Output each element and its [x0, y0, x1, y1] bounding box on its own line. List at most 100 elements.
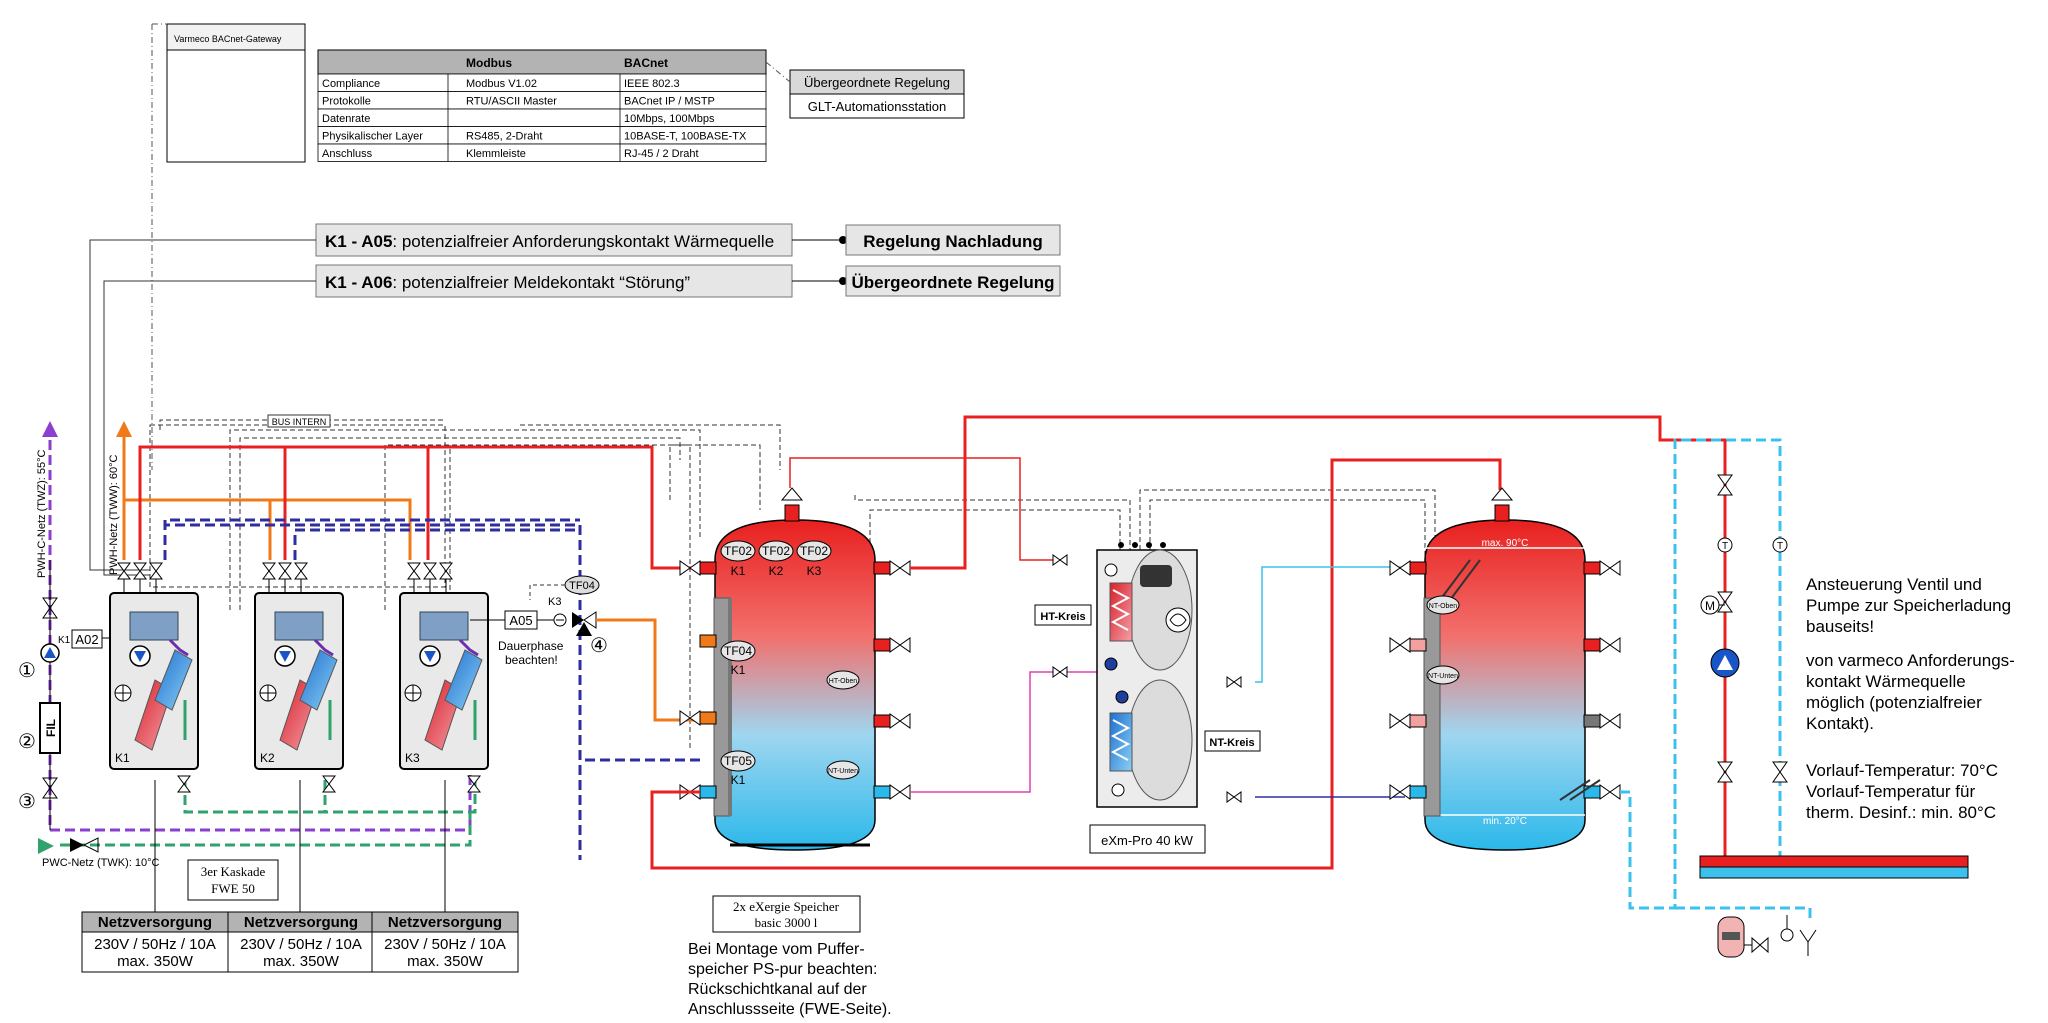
protocol-header-modbus: Modbus — [466, 56, 512, 70]
marker-1: ① — [18, 660, 36, 682]
return-channel-1 — [713, 597, 731, 817]
protocol-cell: Datenrate — [322, 113, 370, 125]
protocol-cell: Klemmleiste — [466, 148, 526, 160]
valve-left-bottom-icon — [42, 777, 58, 799]
contact-a05-target: Regelung Nachladung — [863, 232, 1042, 251]
protocol-cell: Protokolle — [322, 96, 371, 108]
tank2-max-temp: max. 90°C — [1482, 538, 1529, 549]
loading-pump-icon — [1710, 648, 1740, 678]
tank2-min-temp: min. 20°C — [1483, 816, 1527, 827]
station-k3: K3 — [399, 562, 489, 793]
heat-pump-name: eXm-Pro 40 kW — [1101, 833, 1193, 848]
station-pump-icon — [129, 645, 151, 667]
cascade-line1: 3er Kaskade — [201, 864, 266, 879]
nt-supply-line — [1255, 566, 1405, 683]
upper-control-title: Übergeordnete Regelung — [804, 75, 950, 90]
k3-pump-icon — [553, 613, 567, 627]
tank1-nt-unten: NT-Unten — [828, 768, 858, 775]
tank1-k2-label: K2 — [769, 564, 784, 578]
contact-row-a06: K1 - A06: potenzialfreier Meldekontakt “… — [103, 264, 1061, 576]
thermometer-icons: T T — [1717, 537, 1788, 553]
tank1-tf05-k: K1 — [731, 773, 746, 787]
gateway-title: Varmeco BACnet-Gateway — [174, 34, 282, 44]
motor-valve-icon: M — [1700, 595, 1725, 615]
pwc-label: PWC-Netz (TWK): 10°C — [42, 857, 160, 869]
power-line1: 230V / 50Hz / 10A — [384, 936, 506, 953]
tank1-valves — [679, 560, 911, 800]
tank1-k3-label: K3 — [807, 564, 822, 578]
speicher-label-box: 2x eXergie Speicher basic 3000 l — [712, 895, 861, 933]
contact-a05-text: : potenzialfreier Anforderungskontakt Wä… — [392, 232, 774, 251]
power-line2: max. 350W — [407, 953, 484, 970]
gateway-link — [151, 23, 791, 470]
a02-label: A02 — [75, 632, 98, 647]
tank2-nt-oben: NT-Oben — [1429, 603, 1458, 610]
svg-text:T: T — [1777, 541, 1783, 552]
tank2-nt-unten: NT-Unten — [1428, 673, 1458, 680]
dauerphase-line1: Dauerphase — [498, 639, 564, 653]
station-mixer-icon — [259, 684, 277, 702]
speicher-note-2: speicher PS-pur beachten: — [688, 961, 877, 978]
tank1-tf02-k1: TF02 — [724, 544, 752, 558]
dauerphase-line2: beachten! — [505, 653, 558, 667]
protocol-cell: RJ-45 / 2 Draht — [624, 148, 699, 160]
marker-2: ② — [18, 731, 36, 753]
heat-pump-unit — [1096, 542, 1198, 808]
loading-circuit: T T M — [1620, 438, 1969, 958]
power-lines — [154, 780, 446, 912]
station-label: K1 — [115, 751, 130, 765]
contact-a06-code: K1 - A06 — [325, 273, 392, 292]
ht-kreis-label: HT-Kreis — [1040, 611, 1085, 623]
svg-text:T: T — [1722, 541, 1728, 552]
protocol-cell: Anschluss — [322, 148, 373, 160]
note2-line2: kontakt Wärmequelle — [1806, 672, 1966, 691]
upper-control-sub: GLT-Automationsstation — [808, 99, 947, 114]
bus-intern-label: BUS INTERN — [267, 414, 331, 428]
pwh-arrow-icon — [116, 421, 132, 437]
speicher-line2: basic 3000 l — [755, 915, 818, 930]
mixing-section: A05 TF04 K3 Dauerphase beachten! ④ — [470, 575, 705, 722]
note3-line1: Vorlauf-Temperatur: 70°C — [1806, 761, 1998, 780]
power-line2: max. 350W — [263, 953, 340, 970]
note1-line3: bauseits! — [1806, 617, 1874, 636]
filter-icon: FIL — [39, 702, 61, 754]
a02-k1-label: K1 — [58, 635, 71, 646]
marker-4: ④ — [590, 635, 608, 657]
speicher-note-1: Bei Montage vom Puffer- — [688, 941, 865, 958]
stations-group: K1 K2 K3 — [109, 562, 489, 793]
tank1-ht-oben: HT-Oben — [829, 678, 858, 685]
tank2-valves — [1389, 560, 1621, 800]
protocol-cell: 10Mbps, 100Mbps — [624, 113, 715, 125]
heat-pump-name-box: eXm-Pro 40 kW — [1089, 824, 1206, 854]
note1-line1: Ansteuerung Ventil und — [1806, 575, 1982, 594]
note3-line3: therm. Desinf.: min. 80°C — [1806, 803, 1996, 822]
protocol-cell: Physikalischer Layer — [322, 131, 423, 143]
left-network: PWH-C-Netz (TWZ): 55°C PWH-Netz (TWW): 6… — [18, 421, 708, 869]
nt-kreis-box: NT-Kreis — [1204, 730, 1261, 752]
valve-left-top-icon — [42, 597, 58, 619]
gateway-box: Varmeco BACnet-Gateway — [166, 23, 306, 163]
note1-line2: Pumpe zur Speicherladung — [1806, 596, 2011, 615]
contact-a06-text: : potenzialfreier Meldekontakt “Störung” — [392, 273, 690, 292]
tank1-tf02-k2: TF02 — [762, 544, 790, 558]
tank1-tf05: TF05 — [724, 754, 752, 768]
buffer-tank-2: max. 90°C min. 20°C NT-Oben NT-Un — [1409, 487, 1601, 851]
tank1-tf04-k: K1 — [731, 663, 746, 677]
protocol-cell: RS485, 2-Draht — [466, 131, 542, 143]
power-head: Netzversorgung — [98, 914, 212, 931]
pwc-valve-icon — [70, 837, 99, 853]
protocol-cell: Modbus V1.02 — [466, 78, 537, 90]
marker-3: ③ — [18, 791, 36, 813]
protocol-cell: IEEE 802.3 — [624, 78, 680, 90]
cascade-box: 3er Kaskade FWE 50 — [187, 859, 279, 901]
speicher-line1: 2x eXergie Speicher — [733, 899, 840, 914]
expansion-vessel-icon — [1717, 916, 1745, 958]
station-k2: K2 — [254, 562, 344, 793]
pwh-c-arrow-icon — [42, 421, 58, 437]
svg-text:K1 - A06: potenzialfreier Meld: K1 - A06: potenzialfreier Meldekontakt “… — [325, 273, 690, 292]
station-label: K2 — [260, 751, 275, 765]
ht-supply-line — [789, 457, 1055, 561]
station-mixer-icon — [114, 684, 132, 702]
station-label: K3 — [405, 751, 420, 765]
